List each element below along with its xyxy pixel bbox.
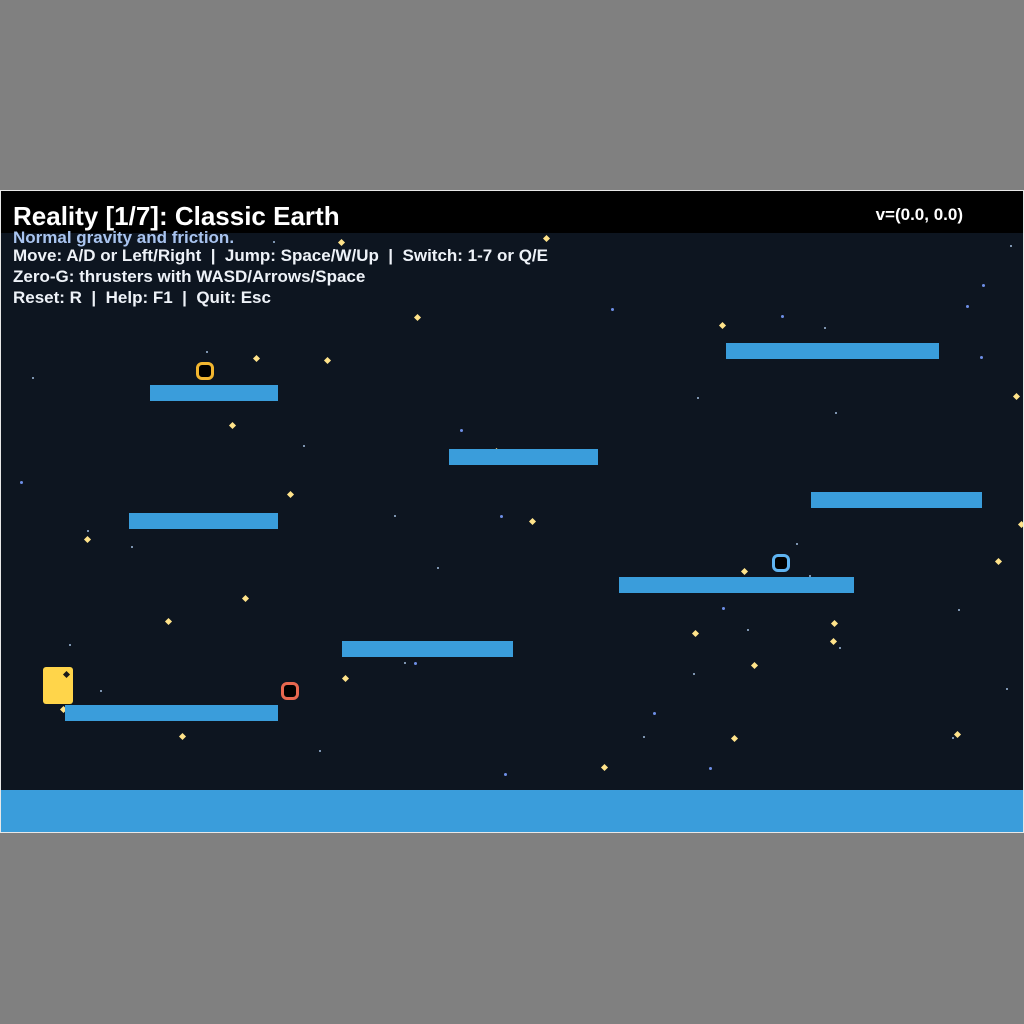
star-icon: [750, 661, 759, 670]
player-block-icon[interactable]: [43, 667, 73, 704]
star-icon: [20, 481, 23, 484]
star-icon: [693, 673, 695, 675]
star-icon: [611, 308, 614, 311]
star-icon: [1010, 245, 1012, 247]
star-icon: [341, 674, 350, 683]
platform: [726, 343, 939, 359]
star-icon: [394, 515, 396, 517]
ground: [1, 790, 1023, 832]
star-icon: [319, 750, 321, 752]
star-icon: [337, 238, 346, 247]
star-icon: [504, 773, 507, 776]
star-icon: [824, 327, 826, 329]
star-icon: [839, 647, 841, 649]
star-icon: [718, 321, 727, 330]
velocity-readout: v=(0.0, 0.0): [875, 205, 963, 224]
platform: [342, 641, 513, 657]
star-icon: [178, 732, 187, 741]
star-icon: [730, 734, 739, 743]
controls-hint-move: Move: A/D or Left/Right | Jump: Space/W/…: [13, 246, 548, 265]
player-eye-icon: [62, 670, 71, 679]
platform: [811, 492, 982, 508]
star-icon: [500, 515, 503, 518]
star-icon: [952, 737, 954, 739]
star-icon: [323, 356, 332, 365]
orb-red-icon[interactable]: [281, 682, 299, 700]
star-icon: [982, 284, 985, 287]
star-icon: [273, 241, 275, 243]
star-icon: [829, 637, 838, 646]
platform: [65, 705, 278, 721]
star-icon: [228, 421, 237, 430]
star-icon: [404, 662, 406, 664]
reality-title: Reality [1/7]: Classic Earth: [13, 201, 340, 231]
star-icon: [958, 609, 960, 611]
star-icon: [252, 354, 261, 363]
star-icon: [100, 690, 102, 692]
star-icon: [709, 767, 712, 770]
orb-blue-icon[interactable]: [772, 554, 790, 572]
star-icon: [414, 662, 417, 665]
star-icon: [781, 315, 784, 318]
reality-description: Normal gravity and friction.: [13, 228, 235, 247]
platform: [619, 577, 854, 593]
star-icon: [286, 490, 295, 499]
star-icon: [740, 567, 749, 576]
platform: [129, 513, 278, 529]
star-icon: [206, 351, 208, 353]
platform: [449, 449, 598, 465]
star-icon: [722, 607, 725, 610]
star-icon: [164, 617, 173, 626]
star-icon: [643, 736, 645, 738]
star-icon: [413, 313, 422, 322]
star-icon: [1017, 520, 1023, 529]
star-icon: [241, 594, 250, 603]
star-icon: [697, 397, 699, 399]
star-icon: [303, 445, 305, 447]
title-bar: [1, 191, 1023, 233]
game-viewport[interactable]: Reality [1/7]: Classic Earth v=(0.0, 0.0…: [0, 190, 1024, 833]
star-icon: [460, 429, 463, 432]
star-icon: [653, 712, 656, 715]
star-icon: [1006, 688, 1008, 690]
star-icon: [830, 619, 839, 628]
star-icon: [87, 530, 89, 532]
star-icon: [600, 763, 609, 772]
star-icon: [994, 557, 1003, 566]
star-icon: [691, 629, 700, 638]
star-icon: [747, 629, 749, 631]
star-icon: [542, 234, 551, 243]
star-icon: [980, 356, 983, 359]
star-icon: [69, 644, 71, 646]
star-icon: [966, 305, 969, 308]
star-icon: [796, 543, 798, 545]
star-icon: [528, 517, 537, 526]
star-icon: [32, 377, 34, 379]
star-icon: [809, 575, 811, 577]
star-icon: [83, 535, 92, 544]
controls-hint-zero-g: Zero-G: thrusters with WASD/Arrows/Space: [13, 267, 366, 286]
platform: [150, 385, 278, 401]
controls-hint-system: Reset: R | Help: F1 | Quit: Esc: [13, 288, 271, 307]
star-icon: [131, 546, 133, 548]
star-icon: [1012, 392, 1021, 401]
star-icon: [835, 412, 837, 414]
orb-gold-icon[interactable]: [196, 362, 214, 380]
star-icon: [953, 730, 962, 739]
star-icon: [437, 567, 439, 569]
